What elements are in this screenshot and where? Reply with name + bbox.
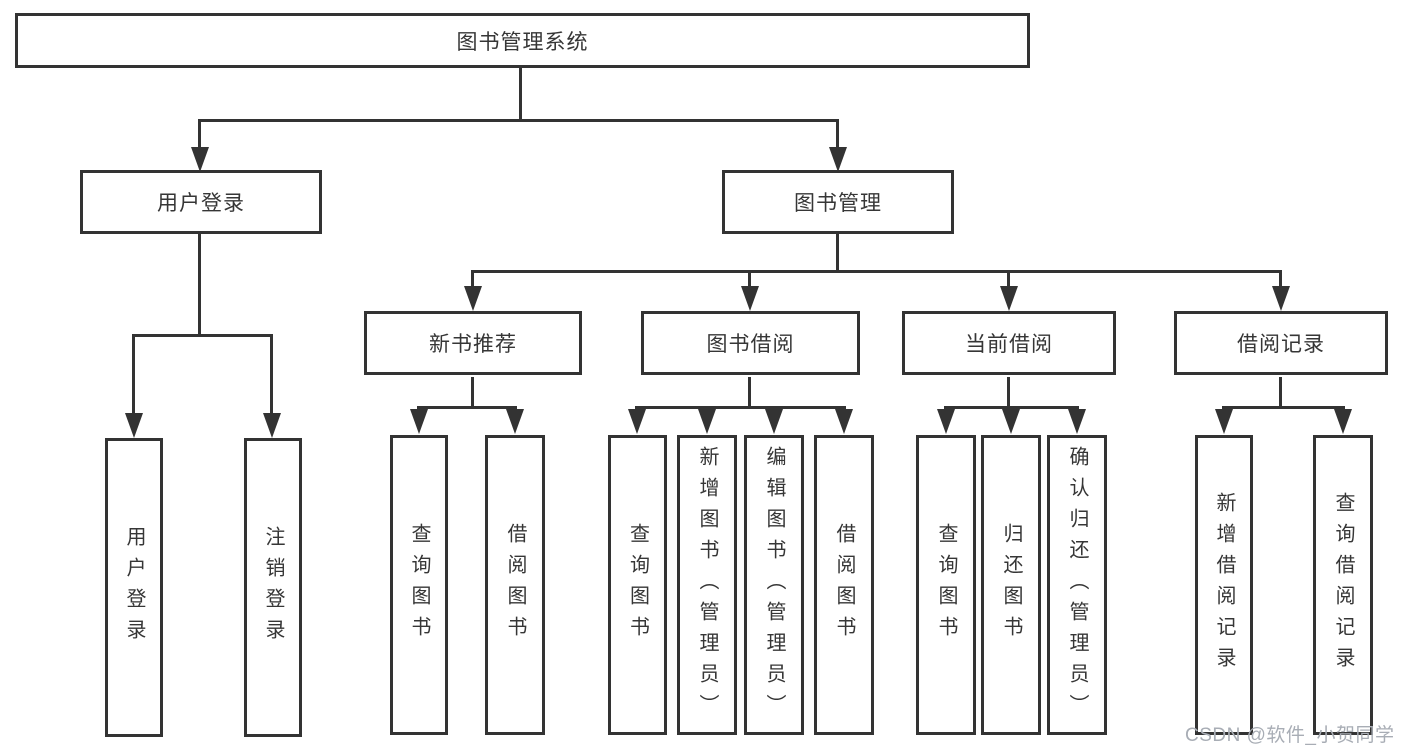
leaf-add-book-admin: 新增图书（管理员） — [677, 435, 737, 735]
connector-line — [1279, 270, 1282, 288]
node-label: 用户登录 — [123, 525, 145, 650]
leaf-borrow-books-borrowing: 借阅图书 — [814, 435, 874, 735]
connector-line — [1279, 377, 1282, 408]
node-label: 新增图书（管理员） — [696, 445, 718, 725]
connector-line — [132, 334, 135, 415]
leaf-confirm-return-admin: 确认归还（管理员） — [1047, 435, 1107, 735]
arrow-down-icon — [937, 409, 955, 434]
connector-line — [944, 406, 1079, 409]
connector-line — [519, 68, 522, 122]
arrow-down-icon — [741, 286, 759, 311]
connector-line — [748, 270, 751, 288]
connector-line — [132, 334, 273, 337]
node-label: 查询图书 — [935, 523, 957, 647]
csdn-watermark: CSDN @软件_小贺同学 — [1185, 725, 1395, 746]
arrow-down-icon — [698, 409, 716, 434]
leaf-edit-book-admin: 编辑图书（管理员） — [744, 435, 804, 735]
arrow-down-icon — [628, 409, 646, 434]
connector-line — [748, 377, 751, 408]
node-label: 借阅图书 — [504, 523, 526, 647]
arrow-down-icon — [1272, 286, 1290, 311]
node-label: 注销登录 — [262, 525, 284, 650]
connector-line — [1222, 406, 1345, 409]
arrow-down-icon — [765, 409, 783, 434]
arrow-down-icon — [125, 413, 143, 438]
connector-line — [471, 270, 1282, 273]
arrow-down-icon — [1215, 409, 1233, 434]
leaf-query-books-current: 查询图书 — [916, 435, 976, 735]
node-label: 图书借阅 — [706, 333, 795, 356]
arrow-down-icon — [410, 409, 428, 434]
connector-line — [270, 334, 273, 415]
node-current-borrowing: 当前借阅 — [902, 311, 1116, 375]
node-label: 查询图书 — [626, 523, 649, 647]
arrow-down-icon — [1334, 409, 1352, 434]
connector-line — [836, 234, 839, 272]
arrow-down-icon — [1068, 409, 1086, 434]
connector-line — [1007, 270, 1010, 288]
node-user-login-branch: 用户登录 — [80, 170, 322, 234]
arrow-down-icon — [835, 409, 853, 434]
node-label: 借阅图书 — [833, 523, 855, 647]
connector-line — [417, 406, 517, 409]
connector-line — [471, 377, 474, 408]
leaf-return-books: 归还图书 — [981, 435, 1041, 735]
arrow-down-icon — [506, 409, 524, 434]
leaf-query-books-recommend: 查询图书 — [390, 435, 448, 735]
connector-line — [198, 234, 201, 335]
node-new-book-recommendation: 新书推荐 — [364, 311, 582, 375]
node-library-management-system: 图书管理系统 — [15, 13, 1030, 68]
node-label: 图书管理 — [794, 192, 882, 215]
node-book-borrowing: 图书借阅 — [641, 311, 860, 375]
connector-line — [635, 406, 846, 409]
arrow-down-icon — [1000, 286, 1018, 311]
connector-line — [198, 119, 201, 151]
leaf-borrow-books-recommend: 借阅图书 — [485, 435, 545, 735]
node-borrowing-records: 借阅记录 — [1174, 311, 1388, 375]
arrow-down-icon — [263, 413, 281, 438]
node-label: 当前借阅 — [965, 333, 1053, 356]
node-label: 确认归还（管理员） — [1066, 445, 1088, 725]
node-label: 归还图书 — [1000, 523, 1022, 647]
node-label: 用户登录 — [157, 192, 245, 215]
leaf-logout: 注销登录 — [244, 438, 302, 737]
node-label: 新书推荐 — [429, 333, 517, 356]
node-label: 新增借阅记录 — [1213, 492, 1235, 678]
connector-line — [198, 119, 839, 122]
arrow-down-icon — [464, 286, 482, 311]
node-label: 图书管理系统 — [456, 30, 589, 54]
arrow-down-icon — [829, 147, 847, 172]
arrow-down-icon — [1002, 409, 1020, 434]
connector-line — [1007, 377, 1010, 408]
leaf-query-books-borrowing: 查询图书 — [608, 435, 667, 735]
connector-line — [471, 270, 474, 288]
node-label: 查询图书 — [408, 523, 430, 647]
node-label: 编辑图书（管理员） — [763, 445, 785, 725]
arrow-down-icon — [191, 147, 209, 172]
node-label: 借阅记录 — [1237, 333, 1325, 356]
leaf-add-borrow-record: 新增借阅记录 — [1195, 435, 1253, 735]
leaf-query-borrow-record: 查询借阅记录 — [1313, 435, 1373, 735]
connector-line — [836, 119, 839, 151]
node-book-management: 图书管理 — [722, 170, 954, 234]
node-label: 查询借阅记录 — [1332, 492, 1354, 678]
leaf-user-login: 用户登录 — [105, 438, 163, 737]
